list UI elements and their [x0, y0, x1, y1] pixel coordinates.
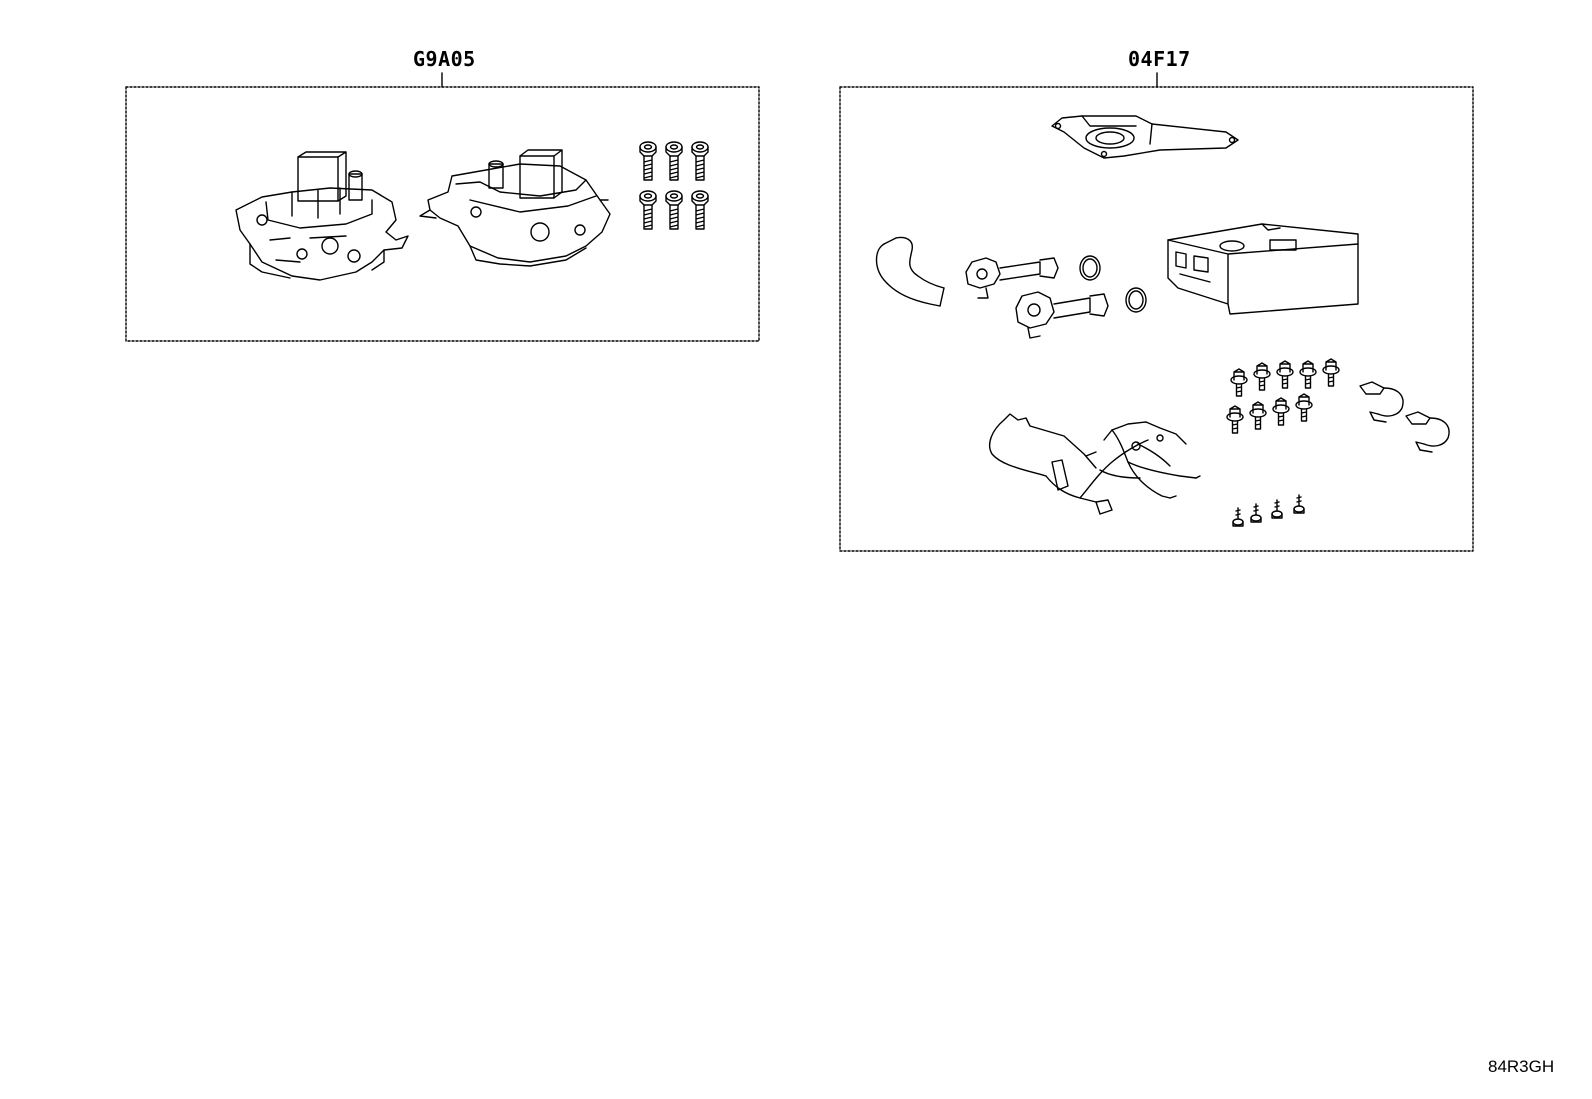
o-ring [1079, 255, 1101, 281]
flange-bolt [1253, 362, 1271, 391]
flange-bolt [1226, 405, 1244, 434]
flange-bolt [1295, 393, 1313, 422]
group-label-04f17: 04F17 [1128, 47, 1191, 71]
bolt [639, 141, 657, 181]
flange-bolt-set-upper [1230, 358, 1340, 397]
flange-bolt [1249, 401, 1267, 430]
group-box-g9a05 [125, 86, 760, 342]
o-ring [1125, 287, 1147, 313]
o-ring-inner [1082, 258, 1098, 278]
screw-set [1232, 494, 1305, 527]
screw [1293, 494, 1305, 514]
cover-bracket [1051, 115, 1239, 159]
coolant-hose [875, 236, 945, 307]
bolt [665, 190, 683, 230]
screw [1250, 503, 1262, 523]
pipe-fitting-upper [965, 257, 1059, 299]
screw [1271, 499, 1283, 519]
illustration-code: 84R3GH [1488, 1057, 1555, 1076]
flange-bolt [1276, 360, 1294, 389]
group-box-04f17 [839, 86, 1474, 552]
group-label-g9a05: G9A05 [413, 47, 476, 71]
clamp-upper [1359, 381, 1404, 423]
pipe-fitting-lower [1015, 291, 1109, 339]
screw [1232, 507, 1244, 527]
bolt-set-g9a05 [639, 141, 709, 230]
flange-bolt [1322, 358, 1340, 387]
inverter-assembly-left [235, 151, 409, 281]
bolt [665, 141, 683, 181]
flange-bolt [1299, 360, 1317, 389]
control-box [1167, 223, 1359, 315]
flange-bolt-set-lower [1226, 393, 1313, 434]
bolt [691, 141, 709, 181]
wire-harness [988, 413, 1201, 515]
flange-bolt [1272, 397, 1290, 426]
clamp-lower [1405, 411, 1450, 453]
flange-bolt [1230, 368, 1248, 397]
bolt [639, 190, 657, 230]
inverter-assembly-right [419, 149, 611, 267]
bolt [691, 190, 709, 230]
o-ring-inner [1128, 290, 1144, 310]
